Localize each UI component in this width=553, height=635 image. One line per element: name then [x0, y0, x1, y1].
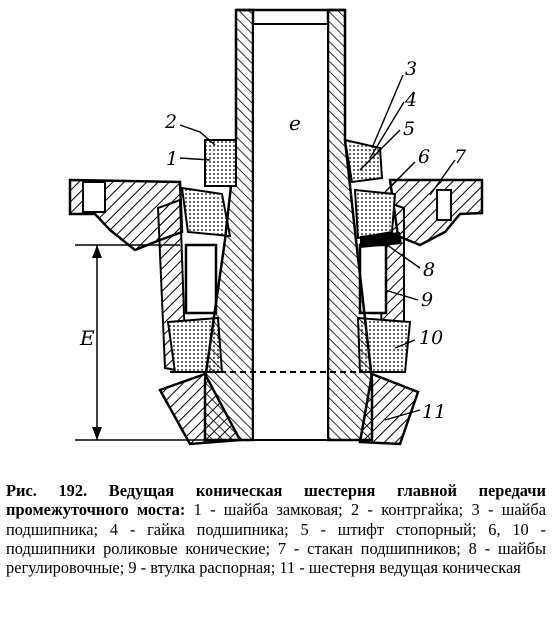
bearing-nut-right	[343, 138, 384, 184]
housing-flange-left	[68, 178, 184, 252]
lock-nut-left	[204, 139, 237, 187]
bevel-gear	[158, 371, 420, 446]
callout-3: 3	[405, 58, 417, 80]
bevel-gear-assembly-drawing: 1 2 3 4 5 6 7 8 9 10 11 e E	[68, 8, 484, 446]
caption-title: Рис. 192. Ведущая коническая шестерня гл…	[6, 481, 546, 520]
upper-bearing-right	[353, 188, 397, 240]
callout-10: 10	[419, 327, 443, 349]
caption-body: 1 - шайба замковая; 2 - контргайка; 3 - …	[6, 500, 546, 578]
callout-4: 4	[404, 89, 417, 111]
dimension-e	[75, 244, 205, 441]
callout-2: 2	[164, 111, 177, 133]
callout-1: 1	[166, 148, 178, 170]
callout-5: 5	[403, 118, 415, 140]
shaft-wall-right	[326, 8, 374, 442]
callout-6: 6	[418, 146, 430, 168]
callout-7: 7	[454, 146, 467, 168]
spacer-sleeve-right	[358, 243, 388, 315]
callout-8: 8	[423, 259, 435, 281]
shaft-bore	[252, 23, 329, 441]
housing-flange-right	[388, 178, 484, 247]
figure-caption: Рис. 192. Ведущая коническая шестерня гл…	[6, 481, 546, 577]
leader-lines	[179, 74, 456, 421]
callout-11: 11	[422, 401, 446, 423]
shaft-axis-label: e	[289, 111, 301, 135]
upper-bearing-left	[180, 186, 232, 238]
dimension-e-label: E	[79, 326, 95, 350]
callout-9: 9	[421, 289, 433, 311]
spacer-sleeve-left	[184, 243, 218, 315]
